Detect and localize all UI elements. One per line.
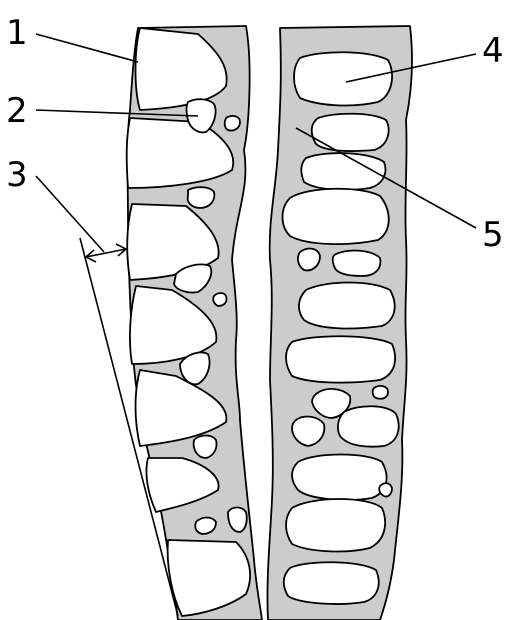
rounded-stone	[292, 455, 387, 500]
callout-5: 5	[482, 215, 504, 255]
small-stone	[194, 436, 217, 459]
rounded-stone	[379, 483, 392, 496]
rounded-stone	[284, 562, 379, 604]
leader-line-3	[36, 176, 104, 252]
rounded-stone	[338, 406, 399, 446]
rounded-stone	[312, 114, 389, 151]
batter-dimension-arrow	[86, 249, 126, 257]
rounded-stone	[298, 249, 320, 271]
rounded-stone	[286, 336, 395, 382]
leader-line-1	[36, 34, 138, 62]
small-stone	[188, 187, 215, 208]
callout-3: 3	[6, 155, 28, 195]
small-stone	[225, 116, 240, 131]
callout-4: 4	[482, 31, 504, 71]
rounded-stone	[294, 52, 392, 105]
callouts: 1 2 3 4 5	[6, 13, 504, 255]
rounded-stone	[333, 251, 381, 276]
rounded-stone	[283, 189, 389, 244]
small-stone	[213, 293, 226, 306]
right-wall	[267, 26, 412, 620]
rounded-stone	[373, 386, 388, 399]
rounded-stone	[299, 283, 395, 329]
callout-2: 2	[6, 91, 28, 131]
rounded-stone	[286, 499, 385, 551]
callout-1: 1	[6, 13, 28, 53]
